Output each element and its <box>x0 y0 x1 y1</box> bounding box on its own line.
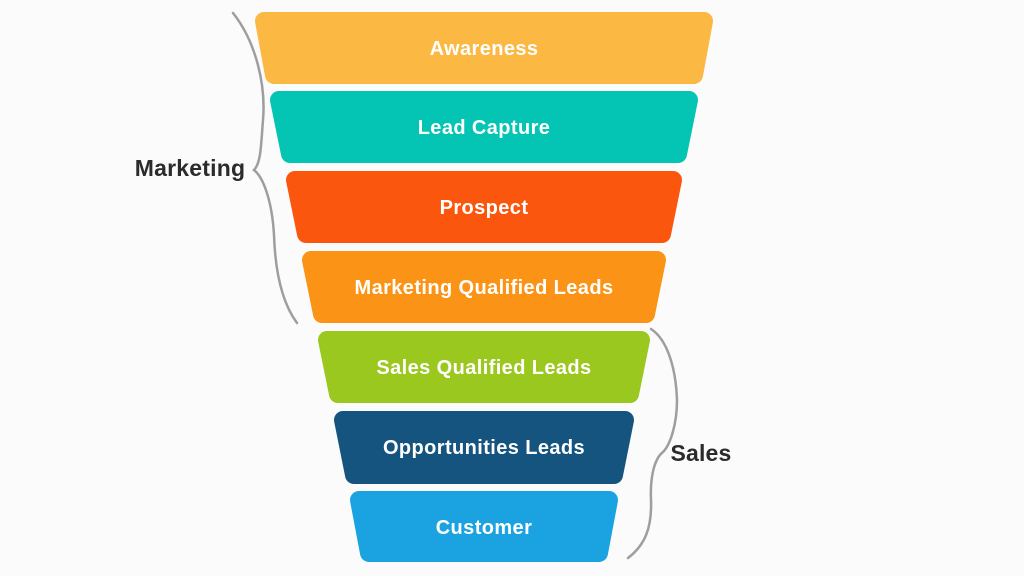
segment-shape-prospect <box>286 171 682 243</box>
funnel-segment-sales-qualified-leads: Sales Qualified Leads <box>318 331 650 403</box>
funnel-segment-customer: Customer <box>350 491 618 562</box>
segment-shape-opportunities-leads <box>334 411 634 484</box>
sales-brace-icon <box>626 327 679 560</box>
segment-label-sales-qualified-leads: Sales Qualified Leads <box>376 357 591 379</box>
sales-group-label: Sales <box>670 440 731 466</box>
funnel-segment-opportunities-leads: Opportunities Leads <box>334 411 634 484</box>
segment-shape-marketing-qualified-leads <box>302 251 666 323</box>
funnel-segment-awareness: Awareness <box>255 12 713 84</box>
marketing-group-label: Marketing <box>135 155 245 181</box>
segment-shape-lead-capture <box>270 91 698 163</box>
segment-label-opportunities-leads: Opportunities Leads <box>383 437 585 459</box>
segment-shape-sales-qualified-leads <box>318 331 650 403</box>
segment-label-prospect: Prospect <box>440 197 529 219</box>
sales-group: Sales <box>626 327 731 560</box>
segment-label-customer: Customer <box>436 517 533 539</box>
segment-shape-awareness <box>255 12 713 84</box>
segment-label-marketing-qualified-leads: Marketing Qualified Leads <box>355 277 614 299</box>
funnel-segment-lead-capture: Lead Capture <box>270 91 698 163</box>
marketing-group: Marketing <box>135 11 299 325</box>
segment-label-lead-capture: Lead Capture <box>418 117 551 139</box>
funnel-segment-prospect: Prospect <box>286 171 682 243</box>
marketing-brace-icon <box>231 11 299 325</box>
segment-shape-customer <box>350 491 618 562</box>
segment-label-awareness: Awareness <box>430 38 539 60</box>
funnel-segment-marketing-qualified-leads: Marketing Qualified Leads <box>302 251 666 323</box>
